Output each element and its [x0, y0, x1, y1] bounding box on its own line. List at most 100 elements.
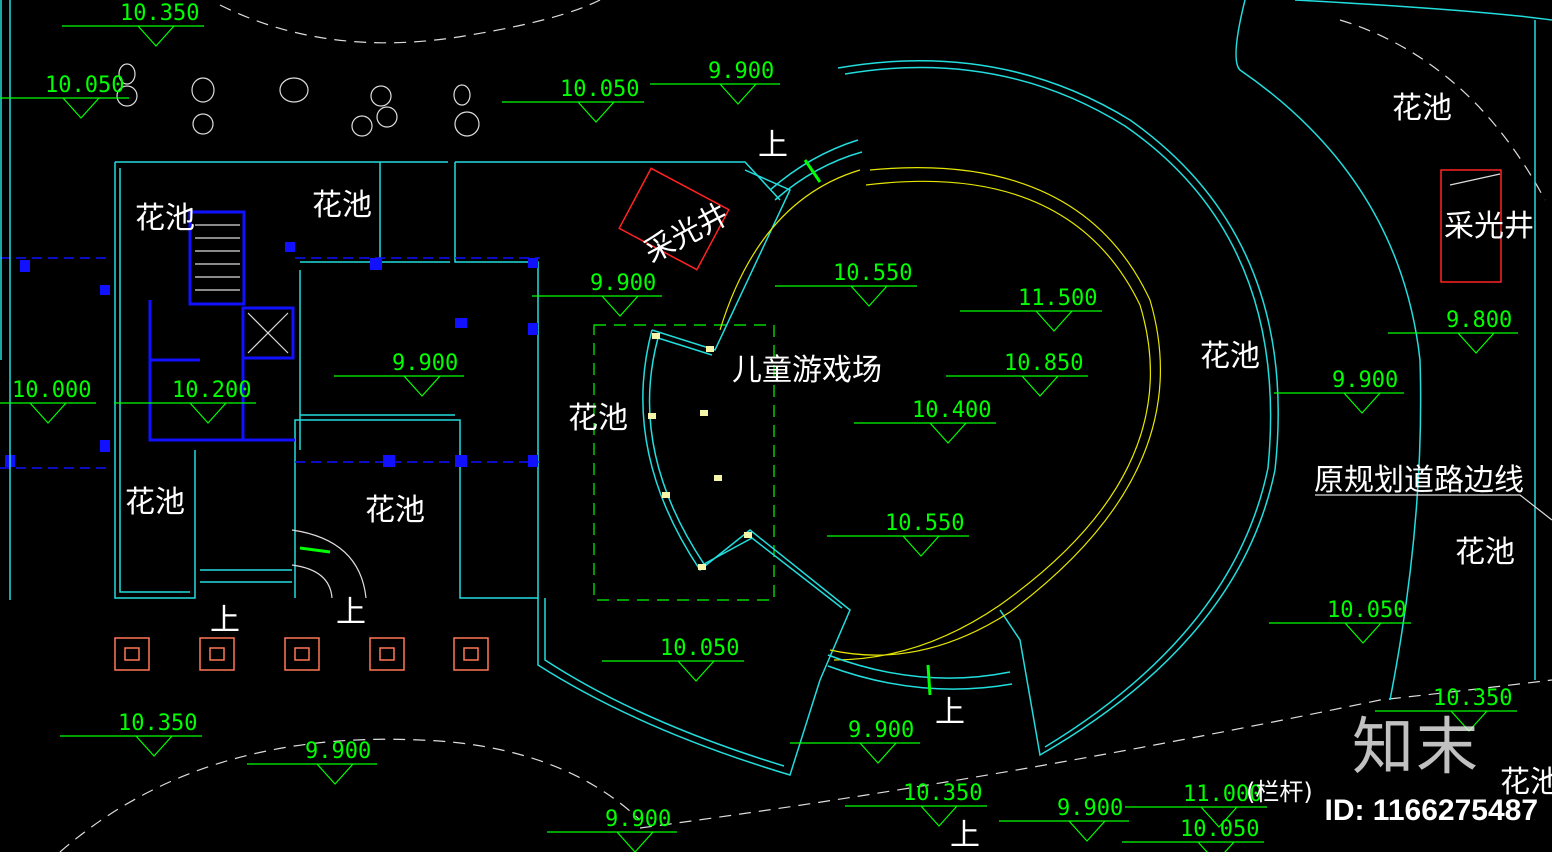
level-leader [247, 763, 377, 785]
level-leader [602, 660, 744, 682]
level-value: 9.900 [305, 739, 371, 764]
level-value: 10.050 [560, 77, 639, 102]
level-leader [946, 375, 1088, 397]
watermark-logo: 知末 [1351, 710, 1480, 783]
flower-bed-label: 花池 [568, 401, 628, 436]
level-value: 10.200 [172, 378, 251, 403]
right-boundary-b [1294, 0, 1552, 21]
dashed-road-line [639, 679, 1552, 829]
level-leader [854, 422, 996, 444]
level-leader [532, 295, 662, 317]
elevator-cross [247, 312, 289, 354]
level-value: 11.500 [1018, 286, 1097, 311]
skylight-right-diagonal [1449, 173, 1501, 186]
level-value: 9.800 [1446, 308, 1512, 333]
level-leader [114, 402, 256, 424]
dashed-boundary-bottom-left [59, 738, 641, 852]
flower-bed-label: 花池 [1500, 765, 1552, 800]
flower-bed-label: 花池 [312, 188, 372, 223]
flower-bed-label: 花池 [1200, 339, 1260, 374]
level-value: 9.900 [848, 718, 914, 743]
level-value: 11.000 [1183, 782, 1262, 807]
inner-ring-yellow [829, 167, 1161, 656]
play-equipment [648, 333, 752, 570]
level-value: 9.900 [1332, 368, 1398, 393]
level-leader [1122, 841, 1264, 852]
level-markers: 10.350 10.050 10.050 9.900 9.900 10.550 11.500… [0, 1, 1518, 852]
level-leader [775, 285, 917, 307]
stair-up-label: 上 [336, 595, 366, 630]
south-bridge [827, 654, 1013, 690]
stair-up-label: 上 [210, 603, 240, 638]
level-value: 10.050 [45, 73, 124, 98]
level-leader [62, 25, 204, 47]
level-value: 9.900 [392, 351, 458, 376]
flower-bed-label: 花池 [1455, 535, 1515, 570]
dashed-boundary-top [219, 0, 601, 44]
level-leader [1388, 332, 1518, 354]
stair-core [188, 210, 246, 306]
level-leader [790, 742, 920, 764]
north-arrow [803, 159, 822, 183]
level-value: 10.050 [660, 636, 739, 661]
skylight-box-right [1440, 169, 1502, 283]
dashed-playground-zone [593, 324, 775, 601]
flower-bed-label: 花池 [125, 485, 185, 520]
level-leader [0, 97, 129, 119]
level-leader [1375, 710, 1517, 732]
level-value: 10.350 [903, 781, 982, 806]
level-value: 10.050 [1327, 598, 1406, 623]
level-value: 9.900 [590, 271, 656, 296]
stair-treads [195, 224, 240, 291]
right-boundary-a [1235, 0, 1422, 701]
level-leader [1274, 392, 1404, 414]
level-leader [1125, 806, 1267, 828]
south-arrow [926, 664, 932, 696]
level-value: 10.000 [12, 378, 91, 403]
outer-ring-wall [837, 60, 1279, 757]
entry-arrow [299, 546, 331, 554]
left-edge-line [0, 0, 11, 600]
flower-bed-label: 花池 [135, 201, 195, 236]
skylight-label: 采光井 [639, 197, 735, 270]
outer-ring-wall-inner [844, 66, 1272, 748]
level-value: 10.350 [120, 1, 199, 26]
stair-up-label: 上 [950, 818, 980, 852]
circular-garden [537, 60, 1279, 776]
bollard-row [114, 637, 489, 671]
level-leader [502, 101, 644, 123]
playground-wedge-inner [648, 337, 843, 609]
level-leader [60, 735, 202, 757]
level-value: 9.900 [708, 59, 774, 84]
playground-label: 儿童游戏场 [732, 353, 882, 388]
road-line-leader [1315, 494, 1552, 521]
level-value: 10.350 [118, 711, 197, 736]
level-leader [845, 805, 987, 827]
inner-ring-yellow-2 [833, 180, 1151, 661]
north-bridge [769, 139, 863, 201]
level-value: 9.900 [1057, 796, 1123, 821]
dashed-boundary-right [1339, 19, 1546, 201]
level-leader [999, 820, 1129, 842]
column-markers [5, 242, 538, 467]
level-leader [960, 310, 1102, 332]
entry-step-bar [200, 569, 292, 583]
shrubs [116, 63, 480, 137]
level-leader [827, 535, 969, 557]
level-value: 10.050 [1180, 817, 1259, 842]
watermark-id: ID: 1166275487 [1324, 794, 1538, 827]
level-value: 10.550 [885, 511, 964, 536]
level-leader [334, 375, 464, 397]
level-value: 10.400 [912, 398, 991, 423]
lobby-walls [148, 300, 295, 442]
level-leader [547, 831, 677, 852]
level-value: 9.900 [605, 807, 671, 832]
west-arm [537, 598, 821, 776]
flower-bed-label: 花池 [1392, 91, 1452, 126]
left-building [0, 161, 781, 599]
left-building-outline [114, 161, 781, 599]
inner-ring-west [719, 169, 861, 331]
stair-up-label: 上 [758, 128, 788, 163]
entry-arc [291, 529, 367, 599]
